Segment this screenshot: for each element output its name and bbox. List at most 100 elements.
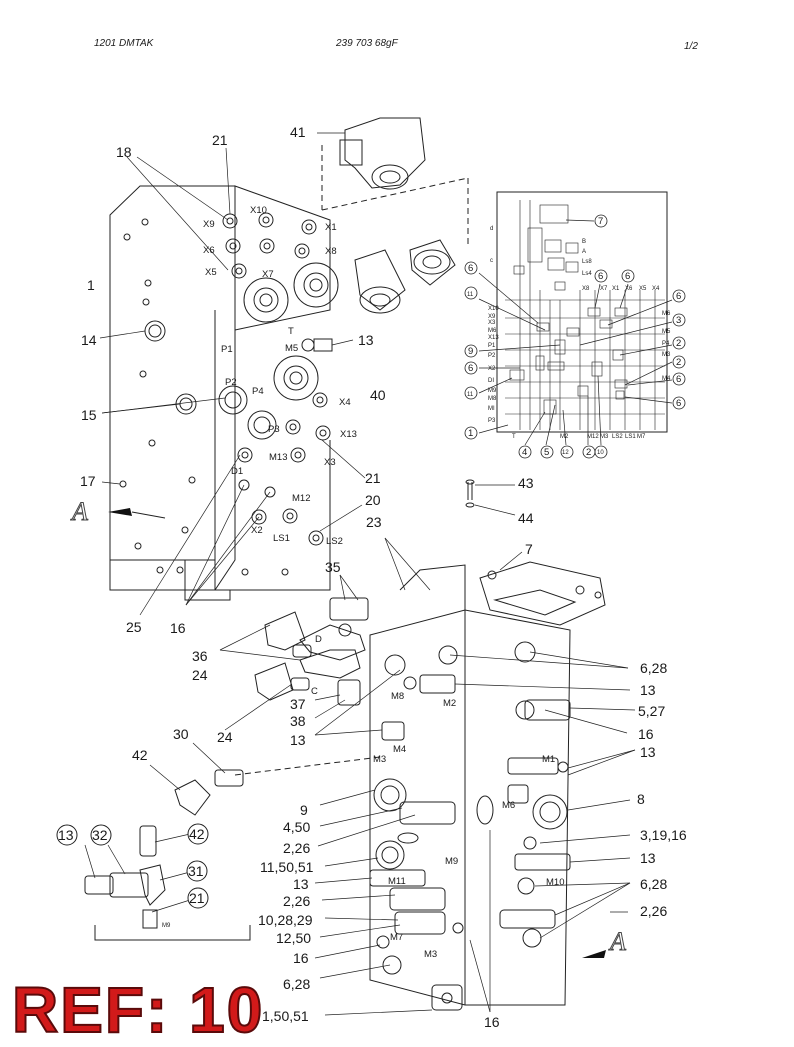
callout: 9: [300, 802, 308, 818]
callout: 13: [640, 850, 656, 866]
port-label: C: [311, 686, 318, 697]
port-label: P3: [268, 424, 280, 435]
callout: 16: [170, 620, 186, 636]
svg-text:P4: P4: [662, 341, 670, 347]
callout: 10,28,29: [258, 912, 313, 928]
port-label: X5: [205, 267, 217, 278]
callout: 3,19,16: [640, 827, 687, 843]
callout: 23: [366, 514, 382, 530]
port-label: X8: [325, 246, 337, 257]
port-label: X4: [339, 397, 351, 408]
port-label: P4: [252, 386, 264, 397]
callout: 1: [87, 277, 95, 293]
port-label: M9: [162, 923, 171, 929]
schematic-callout: 6: [676, 291, 681, 302]
callout: 32: [92, 827, 108, 843]
svg-text:T: T: [512, 434, 516, 440]
callout: 16: [293, 950, 309, 966]
schematic-callout: 11: [467, 292, 474, 298]
svg-text:X9: X9: [488, 314, 496, 320]
schematic-callout: 6: [468, 363, 473, 374]
port-label: M8: [391, 691, 404, 702]
port-label: M2: [443, 698, 456, 709]
svg-text:LS2: LS2: [612, 434, 623, 440]
callout: 6,28: [640, 660, 667, 676]
port-label: X13: [340, 429, 357, 440]
callout: 6,28: [283, 976, 310, 992]
callout: 2,26: [640, 903, 667, 919]
schematic-callout: 6: [625, 271, 630, 282]
port-label: D1: [231, 466, 243, 477]
svg-text:X4: X4: [652, 286, 660, 292]
svg-text:Ls8: Ls8: [582, 259, 592, 265]
svg-text:A: A: [582, 249, 586, 255]
top-block-top-face: [234, 185, 331, 331]
svg-text:P1: P1: [488, 343, 496, 349]
svg-text:LS1: LS1: [625, 434, 636, 440]
callout: 6,28: [640, 876, 667, 892]
callout: 13: [290, 732, 306, 748]
callout: 21: [212, 132, 228, 148]
svg-text:B: B: [582, 239, 586, 245]
port-label: M3: [424, 949, 437, 960]
callout-44: 44: [518, 510, 534, 526]
callout: 35: [325, 559, 341, 575]
header-page: 1/2: [684, 41, 698, 52]
svg-text:M2: M2: [560, 434, 569, 440]
svg-text:M6: M6: [488, 328, 497, 334]
callout: 13: [293, 876, 309, 892]
svg-text:X5: X5: [639, 286, 647, 292]
callout: 38: [290, 713, 306, 729]
svg-text:P3: P3: [488, 418, 496, 424]
callout: 40: [370, 387, 386, 403]
svg-text:M6: M6: [662, 311, 671, 317]
port-label: LS2: [326, 536, 343, 547]
callout: 37: [290, 696, 306, 712]
port-label: M7: [390, 932, 403, 943]
port-label: M11: [388, 876, 406, 887]
port-label: M1: [542, 754, 555, 765]
port-label: X7: [262, 269, 274, 280]
schematic-callout: 1: [468, 428, 473, 439]
callout: 41: [290, 124, 306, 140]
callout: 13: [358, 332, 374, 348]
port-label: T: [288, 326, 294, 337]
schematic-callout: 2: [676, 357, 681, 368]
callout: 7: [525, 541, 533, 557]
port-label: M13: [269, 452, 287, 463]
svg-text:X8: X8: [582, 286, 590, 292]
callout: 14: [81, 332, 97, 348]
view-letter-bottom: A: [608, 927, 626, 956]
svg-text:M3: M3: [662, 352, 671, 358]
view-arrow-top: [108, 508, 166, 519]
svg-text:X3: X3: [488, 320, 496, 326]
callout: 4,50: [283, 819, 310, 835]
callout: 17: [80, 473, 96, 489]
port-label: D: [315, 634, 322, 645]
svg-text:X13: X13: [488, 335, 499, 341]
callout-43: 43: [518, 475, 534, 491]
schematic-callout: 7: [598, 216, 603, 227]
callout: 11,50,51: [260, 859, 314, 875]
callout: 16: [638, 726, 654, 742]
callout: 2,26: [283, 893, 310, 909]
callout: 31: [188, 863, 204, 879]
port-label: M9: [445, 856, 458, 867]
schematic-callout: 2: [676, 338, 681, 349]
schematic-callout: 12: [562, 450, 569, 456]
svg-text:X1: X1: [612, 286, 620, 292]
callout: 1,50,51: [262, 1008, 309, 1024]
top-block-port-labels: X9 X10 X1 X6 X8 X5 X7 T P1 M5 P2 P4 X4 P…: [203, 205, 357, 547]
svg-text:M7: M7: [637, 434, 646, 440]
schematic-callout: 4: [522, 447, 527, 458]
schematic-callout: 6: [676, 398, 681, 409]
inset-circles: [56, 823, 209, 909]
schematic-small-labels: d c B A Ls8 Ls4 X8 X7 X1 X6 X5 X4 X10 X9…: [488, 226, 671, 440]
svg-text:M5: M5: [662, 329, 671, 335]
svg-text:d: d: [490, 226, 493, 232]
port-label: M10: [546, 877, 564, 888]
svg-text:M9: M9: [488, 388, 497, 394]
port-label: X10: [250, 205, 267, 216]
callout: 21: [189, 890, 205, 906]
